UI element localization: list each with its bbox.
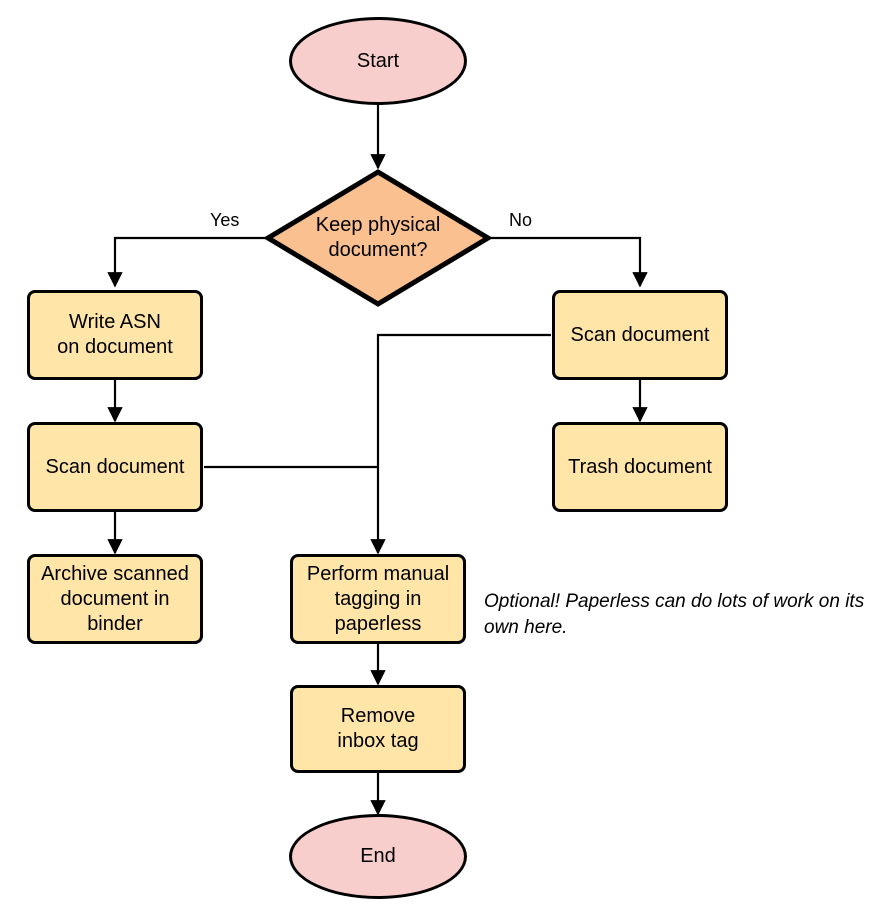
edge-label-no: No (509, 210, 533, 230)
node-remove-inbox-tag[interactable]: Remove inbox tag (290, 685, 466, 773)
node-scan-document-left[interactable]: Scan document (27, 422, 203, 512)
edge-decision-no (490, 236, 648, 288)
edge-decision-yes (107, 236, 266, 288)
diamond-shape (264, 169, 492, 307)
node-archive-scanned-document-in-binder[interactable]: Archive scanned document in binder (27, 554, 203, 644)
annotation-optional-note: Optional! Paperless can do lots of work … (484, 591, 865, 638)
node-end[interactable]: End (289, 814, 467, 899)
node-decision-label: Keep physical document? (315, 214, 441, 261)
node-decision-keep-physical-document[interactable]: Keep physical document? (264, 168, 492, 308)
node-perform-manual-tagging-in-paperless[interactable]: Perform manual tagging in paperless (290, 554, 466, 644)
edge-label-yes: Yes (210, 210, 240, 230)
node-start[interactable]: Start (289, 17, 467, 105)
edge-scanright-to-tagging (370, 333, 551, 555)
node-trash-document[interactable]: Trash document (552, 422, 728, 512)
node-scan-document-right[interactable]: Scan document (552, 290, 728, 380)
node-write-asn-on-document[interactable]: Write ASN on document (27, 290, 203, 380)
